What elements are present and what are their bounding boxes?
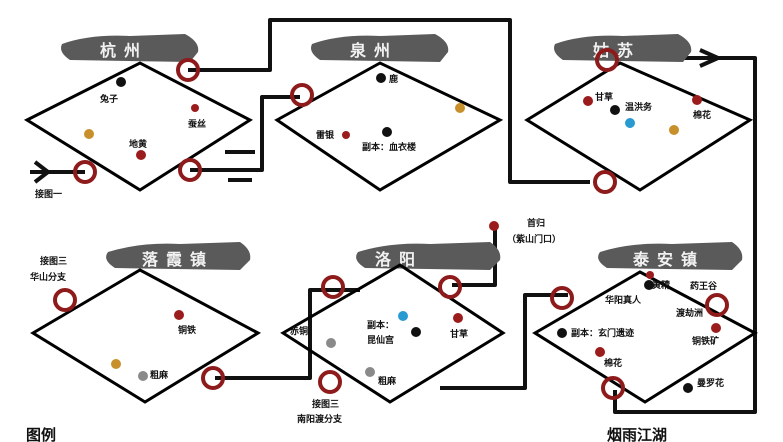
label: 南阳渡分支 — [297, 413, 343, 425]
footer-title: 烟雨江湖 — [607, 426, 667, 442]
label: 兔子 — [99, 93, 118, 105]
label: （紫山门口） — [507, 233, 561, 245]
svg-text:落霞镇: 落霞镇 — [142, 250, 214, 269]
label: 鹿 — [388, 73, 398, 85]
label: 接图三 — [312, 398, 339, 410]
label: 首归 — [527, 217, 545, 229]
label: 药王谷 — [690, 280, 718, 292]
label: 昆仙宫 — [367, 334, 394, 346]
label: 地黄 — [129, 138, 147, 150]
label: 华阳真人 — [605, 294, 642, 306]
region-gusu — [524, 61, 754, 192]
route-path — [215, 288, 360, 380]
label: 副本：血衣楼 — [362, 141, 416, 153]
banner-luoxiazhen: 落霞镇 — [106, 242, 251, 270]
route-path — [610, 56, 757, 414]
label: 华山分支 — [30, 271, 67, 283]
label: 黄精 — [652, 279, 670, 291]
route-path — [190, 95, 300, 172]
region-luoyang — [280, 263, 506, 404]
label: 温洪务 — [625, 101, 653, 113]
label: 接图三 — [40, 255, 67, 267]
label: 甘草 — [450, 328, 468, 340]
region-luoxiazhen — [30, 268, 262, 404]
label: 赤铜 — [290, 325, 308, 337]
label: 棉花 — [604, 357, 622, 369]
banner-hangzhou: 杭州 — [61, 34, 199, 62]
route-path — [188, 18, 590, 184]
label: 甘草 — [595, 91, 613, 103]
route-path — [440, 293, 568, 390]
svg-text:泰安镇: 泰安镇 — [632, 250, 705, 269]
svg-text:洛阳: 洛阳 — [375, 250, 423, 269]
banner-taianzhen: 泰安镇 — [598, 242, 743, 270]
banner-luoyang: 洛阳 — [356, 242, 501, 270]
label: 棉花 — [693, 109, 711, 121]
label: 蚕丝 — [187, 118, 206, 130]
portal-icon[interactable] — [53, 48, 729, 400]
label: 粗麻 — [150, 369, 169, 381]
svg-text:泉州: 泉州 — [350, 41, 398, 60]
label: 铜铁 — [178, 324, 196, 336]
arrow — [225, 150, 255, 182]
label: 副本： — [367, 319, 394, 331]
banner-gusu: 姑苏 — [554, 34, 692, 62]
region-hangzhou — [23, 61, 254, 192]
label: 副本：玄门遗迹 — [571, 327, 634, 339]
legend-title: 图例 — [26, 426, 56, 442]
label: 渡劫洲 — [676, 307, 703, 319]
banner-quanzhou: 泉州 — [311, 34, 449, 62]
region-quanzhou — [274, 61, 504, 192]
label: 铜铁矿 — [692, 335, 719, 347]
label: 粗麻 — [378, 375, 397, 387]
arrow — [699, 48, 720, 68]
svg-text:杭州: 杭州 — [100, 41, 148, 60]
label: 曼罗花 — [697, 377, 724, 389]
resource-dots — [84, 73, 721, 393]
label: 雷银 — [316, 129, 335, 141]
label: 接图一 — [35, 188, 62, 200]
